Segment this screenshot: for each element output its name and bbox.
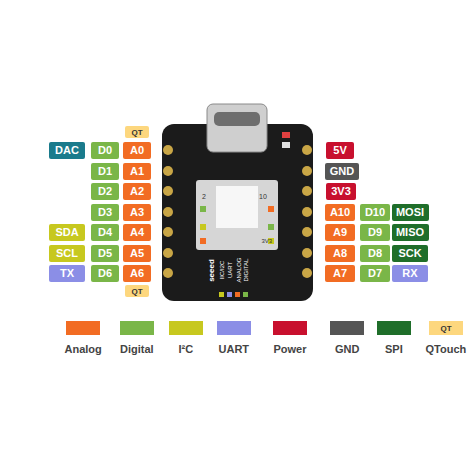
pin-label: D8 [360,245,390,262]
rgb-led [282,132,290,148]
pin-label: MISO [392,224,429,241]
pin-label: D2 [91,183,119,200]
pin-number: 2 [202,193,206,200]
pin-name: D0 [98,144,112,156]
pin-label: MOSI [392,204,429,221]
pin-name: D4 [98,226,112,238]
legend-label: SPI [385,343,403,355]
pin-label: SCL [49,245,85,262]
pin-label: D1 [91,163,119,180]
legend-label: Power [274,343,307,355]
pin-label: D3 [91,204,119,221]
pin-name: A1 [130,165,144,177]
legend-label: Analog [65,343,102,355]
brand-mark: seeed [206,259,215,282]
pin-name: 3V3 [331,185,351,197]
silkscreen-key [219,292,248,297]
pin-name: QT [131,287,142,296]
pin-name: 5V [333,144,346,156]
chip-shield [196,180,278,250]
pin-label: TX [49,265,85,282]
pin-name: D9 [368,226,382,238]
pin-name: TX [60,267,74,279]
pin-label: 3V3 [326,183,356,200]
pin-label: DAC [49,142,85,159]
swatch-tag: QT [441,324,452,333]
legend-label: I²C [179,343,194,355]
legend-swatch [377,321,411,335]
pin-name: RX [402,267,417,279]
pin-number: 10 [259,193,267,200]
pin-label: A7 [325,265,355,282]
pin-name: A2 [130,185,144,197]
qtouch-tag: QT [125,126,149,138]
legend-swatch [330,321,364,335]
legend-label: Digital [120,343,154,355]
pin-label: A4 [123,224,151,241]
pin-name: GND [330,165,354,177]
pin-name: A5 [130,247,144,259]
silkscreen-text: DIGITAL [243,259,249,282]
pin-label: A0 [123,142,151,159]
usb-c-connector [207,104,267,152]
pin-name: A9 [333,226,347,238]
pin-number: 3V3 [262,238,273,244]
legend-swatch [217,321,251,335]
pin-name: DAC [55,144,79,156]
pin-name: D6 [98,267,112,279]
pin-name: D8 [368,247,382,259]
silkscreen-text: UART [227,262,233,278]
pin-name: A4 [130,226,144,238]
pin-name: D3 [98,206,112,218]
pin-name: A0 [130,144,144,156]
pin-name: A10 [330,206,350,218]
pin-name: D7 [368,267,382,279]
pin-label: RX [392,265,428,282]
legend-swatch [169,321,203,335]
pin-name: SCL [56,247,78,259]
pin-label: SDA [49,224,85,241]
pin-name: D5 [98,247,112,259]
legend-swatch [273,321,307,335]
pin-label: A2 [123,183,151,200]
legend-label: GND [335,343,359,355]
pin-label: A1 [123,163,151,180]
pin-name: A3 [130,206,144,218]
pin-label: 5V [326,142,354,159]
pin-name: A6 [130,267,144,279]
pin-label: D5 [91,245,119,262]
legend-swatch [120,321,154,335]
pin-label: D4 [91,224,119,241]
legend-swatch [66,321,100,335]
pin-name: A8 [333,247,347,259]
pin-label: A9 [325,224,355,241]
legend-label: QTouch [426,343,467,355]
pin-name: QT [131,128,142,137]
pin-name: MISO [396,226,424,238]
pin-label: D10 [360,204,390,221]
pin-label: A3 [123,204,151,221]
pin-name: SDA [55,226,78,238]
pin-label: A5 [123,245,151,262]
qtouch-tag: QT [125,285,149,297]
pin-label: A6 [123,265,151,282]
pin-name: D2 [98,185,112,197]
pin-name: D10 [365,206,385,218]
pin-name: A7 [333,267,347,279]
silkscreen-text: ANALOG [235,257,241,282]
pin-label: D7 [360,265,390,282]
pin-label: SCK [392,245,428,262]
pin-label: GND [325,163,359,180]
pin-name: MOSI [396,206,424,218]
pin-label: A8 [325,245,355,262]
pin-name: SCK [398,247,421,259]
silkscreen-text: IIC/I2C [219,261,225,280]
pin-label: D6 [91,265,119,282]
pin-label: D0 [91,142,119,159]
pin-name: D1 [98,165,112,177]
pin-label: D9 [360,224,390,241]
pin-label: A10 [325,204,355,221]
legend-label: UART [219,343,250,355]
